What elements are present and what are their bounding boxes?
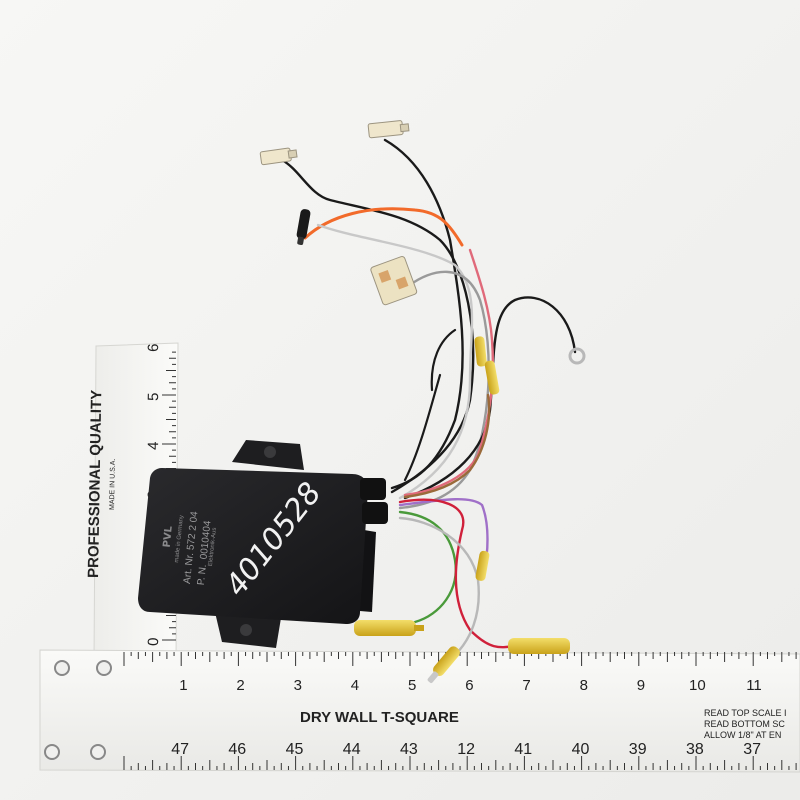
ruler-number: 41: [514, 741, 532, 758]
wire-orange: [303, 207, 464, 247]
ruler-number: 47: [171, 741, 189, 758]
wire-grommet: [360, 478, 386, 500]
wire-black: [403, 296, 577, 500]
ruler-title-text: DRY WALL T-SQUARE: [300, 709, 459, 726]
horizontal-ruler-top-numbers: 1 2 3 4 5 6 7 8 9 10 11: [179, 677, 762, 694]
ruler-number: 38: [686, 741, 704, 758]
ruler-hole-icon: [44, 744, 60, 760]
ruler-number: 5: [145, 392, 162, 401]
ruler-number: 45: [286, 741, 304, 758]
wire-grommet: [362, 502, 388, 524]
ruler-origin-text: MADE IN U.S.A.: [109, 459, 117, 511]
yellow-bullet-connector: [484, 360, 500, 395]
ruler-note-line: READ BOTTOM SC: [704, 719, 785, 729]
mount-hole-icon: [240, 624, 252, 636]
module-maker-text: Elektronik-Aus: [208, 527, 218, 566]
module-body: [138, 468, 368, 624]
ruler-number: 4: [351, 677, 359, 694]
ruler-hole-icon: [54, 660, 70, 676]
horizontal-ruler-bottom-numbers: 47 46 45 44 43 12 41 40 39 38 37: [171, 741, 761, 758]
ruler-note-line: ALLOW 1/8" AT EN: [704, 730, 781, 740]
ruler-number: 39: [629, 741, 647, 758]
yellow-bullet-connector: [474, 336, 487, 367]
mount-hole-icon: [264, 446, 276, 458]
module-made-in-text: made in Germany: [174, 515, 185, 563]
ruler-number: 10: [689, 677, 706, 694]
ruler-number: 0: [145, 637, 162, 646]
ruler-number: 8: [580, 677, 588, 694]
ruler-number: 2: [236, 677, 244, 694]
ruler-number: 7: [522, 677, 530, 694]
wire-black: [430, 328, 457, 392]
ruler-number: 37: [743, 741, 761, 758]
ruler-number: 43: [400, 741, 418, 758]
ruler-hole-icon: [96, 660, 112, 676]
ruler-number: 6: [145, 343, 162, 352]
ruler-number: 1: [179, 677, 187, 694]
cdi-module: PVL made in Germany Elektronik-Aus Art. …: [138, 440, 388, 648]
ruler-hole-icon: [90, 744, 106, 760]
wire-red: [398, 498, 517, 649]
horizontal-ruler-ticks: [123, 652, 797, 770]
wire-green: [398, 510, 457, 624]
yellow-bullet-connector: [354, 620, 424, 636]
wire-brown: [403, 393, 491, 499]
ruler-number: 46: [228, 741, 246, 758]
ruler-note-line: READ TOP SCALE I: [704, 708, 787, 718]
module-pn-label: P. N.: [196, 564, 209, 586]
black-bullet-connector: [296, 209, 311, 245]
ruler-number: 11: [746, 677, 762, 694]
connectors: [259, 120, 586, 683]
white-block-connector: [370, 256, 418, 306]
ruler-number: 44: [343, 741, 361, 758]
ring-terminal-icon: [568, 347, 586, 365]
wire-black: [403, 373, 442, 482]
yellow-bullet-connector: [475, 550, 490, 581]
ruler-brand-text: PROFESSIONAL QUALITY: [85, 390, 105, 578]
ruler-number: 5: [408, 677, 416, 694]
white-connector: [367, 120, 410, 139]
wire-black: [280, 158, 475, 494]
module-logo-text: PVL: [162, 525, 175, 548]
ruler-number: 4: [145, 441, 162, 450]
yellow-bullet-connector: [427, 646, 460, 683]
ruler-number: 40: [572, 741, 590, 758]
ruler-number: 12: [457, 741, 475, 758]
white-connector: [259, 147, 298, 166]
wire-harness: [280, 138, 577, 657]
ruler-number: 6: [465, 677, 473, 694]
wire-gray: [316, 223, 474, 500]
wire-red: [403, 248, 495, 497]
ruler-number: 3: [294, 677, 302, 694]
yellow-bullet-connector: [508, 638, 570, 654]
module-pn-value: 0010404: [199, 520, 214, 560]
ruler-number: 9: [637, 677, 645, 694]
